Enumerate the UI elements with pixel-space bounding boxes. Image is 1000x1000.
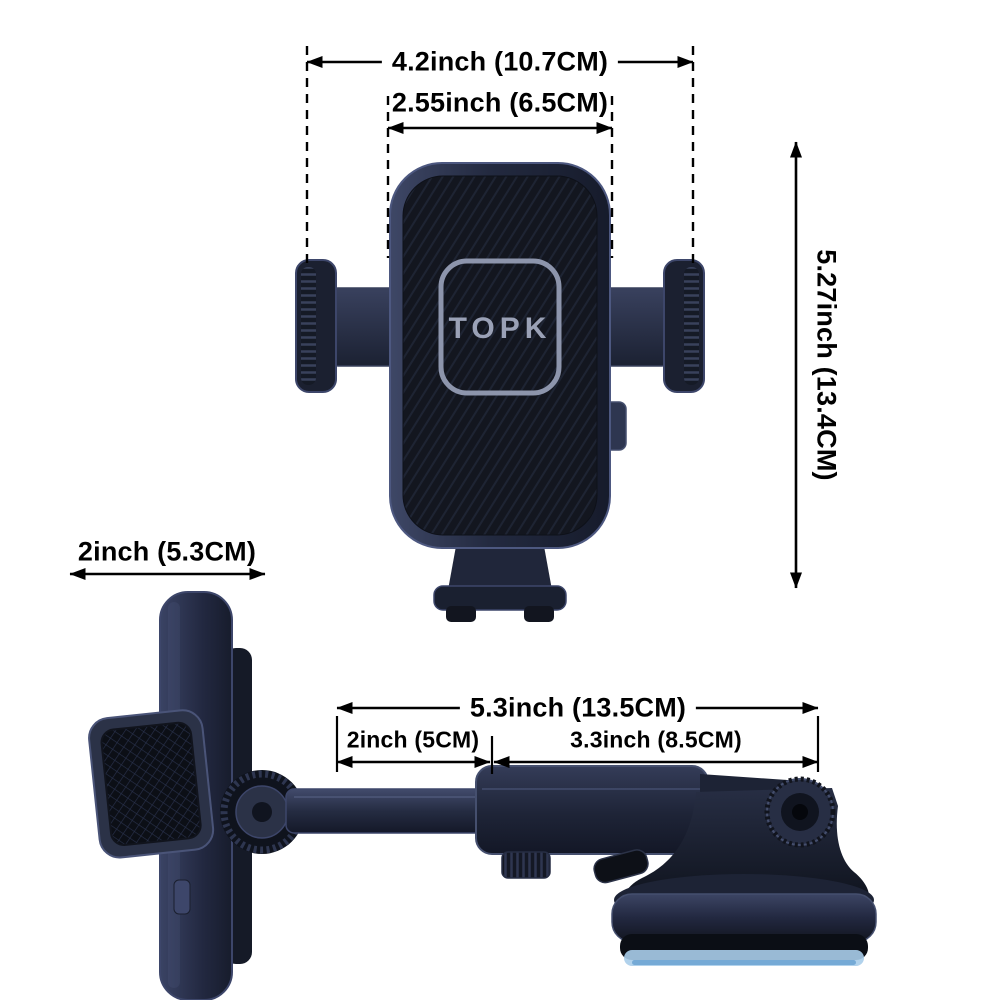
dim-arm-total-label: 5.3inch (13.5CM) [459,692,697,724]
grip-right [663,259,705,393]
arm-housing [475,765,709,855]
dim-arm-rear-section-label: 3.3inch (8.5CM) [570,726,742,753]
dim-front-outer-width-label: 4.2inch (10.7CM) [381,46,619,78]
dim-arm-front-section-label: 2inch (5CM) [346,726,480,753]
vent-clip-mesh [88,709,215,859]
dim-head-depth-label: 2inch (5.3CM) [77,536,257,567]
ball-joint [764,776,836,848]
dim-front-inner-width-label: 2.55inch (6.5CM) [391,87,609,118]
release-lever [593,849,649,884]
dim-front-height-label: 5.27inch (13.4CM) [811,249,842,481]
brand-logo-text: TOPK [449,312,552,345]
logo-frame [438,258,562,396]
foot-bracket [433,546,567,622]
cradle-back-panel [402,175,598,536]
adjustment-knob [501,851,551,879]
gel-pad-edge [632,960,856,965]
plate-button [173,879,191,915]
dim-front-inner-width [386,96,614,258]
telescopic-rod [285,788,497,834]
grip-left [295,259,337,393]
side-view-head [88,591,304,1000]
side-view-base [285,765,877,966]
front-view: TOPK [295,162,705,622]
